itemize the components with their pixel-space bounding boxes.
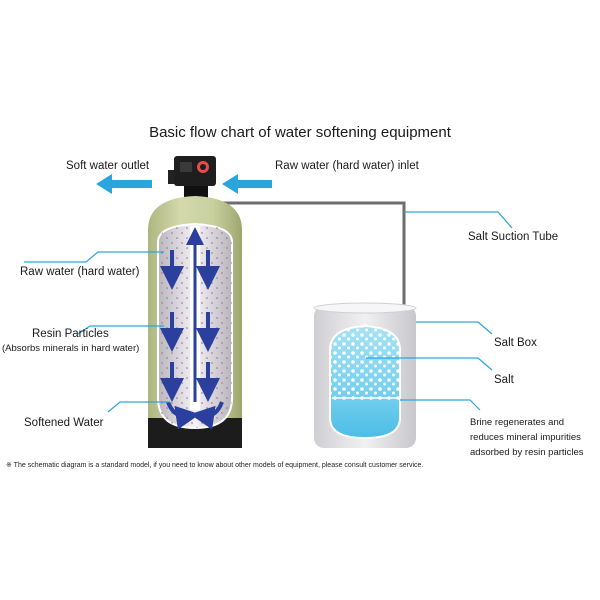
raw-water-hard-label: Raw water (hard water) (20, 266, 140, 278)
footnote: ※ The schematic diagram is a standard mo… (6, 462, 424, 469)
resin-particles-label: Resin Particles (32, 328, 109, 340)
softened-water-label: Softened Water (24, 417, 104, 429)
salt-suction-tube-label: Salt Suction Tube (468, 231, 559, 243)
soft-water-outlet-label: Soft water outlet (66, 160, 150, 172)
brine-label-line3: adsorbed by resin particles (470, 447, 584, 458)
raw-water-inlet-label: Raw water (hard water) inlet (275, 160, 419, 172)
salt-suction-tube (212, 201, 406, 310)
raw-water-inlet-arrow (222, 174, 272, 194)
salt-box (313, 302, 417, 448)
brine-label-line1: Brine regenerates and (470, 417, 565, 428)
soft-water-outlet-arrow (96, 174, 152, 194)
resin-particles-note: (Absorbs minerals in hard water) (2, 343, 140, 354)
leader-lines (24, 211, 513, 413)
control-valve-head (168, 156, 216, 198)
salt-box-label: Salt Box (494, 337, 537, 349)
brine-label-line2: reduces mineral impurities (470, 432, 581, 443)
salt-label: Salt (494, 374, 514, 386)
diagram-title: Basic flow chart of water softening equi… (149, 124, 451, 141)
flow-arrows (160, 227, 224, 430)
